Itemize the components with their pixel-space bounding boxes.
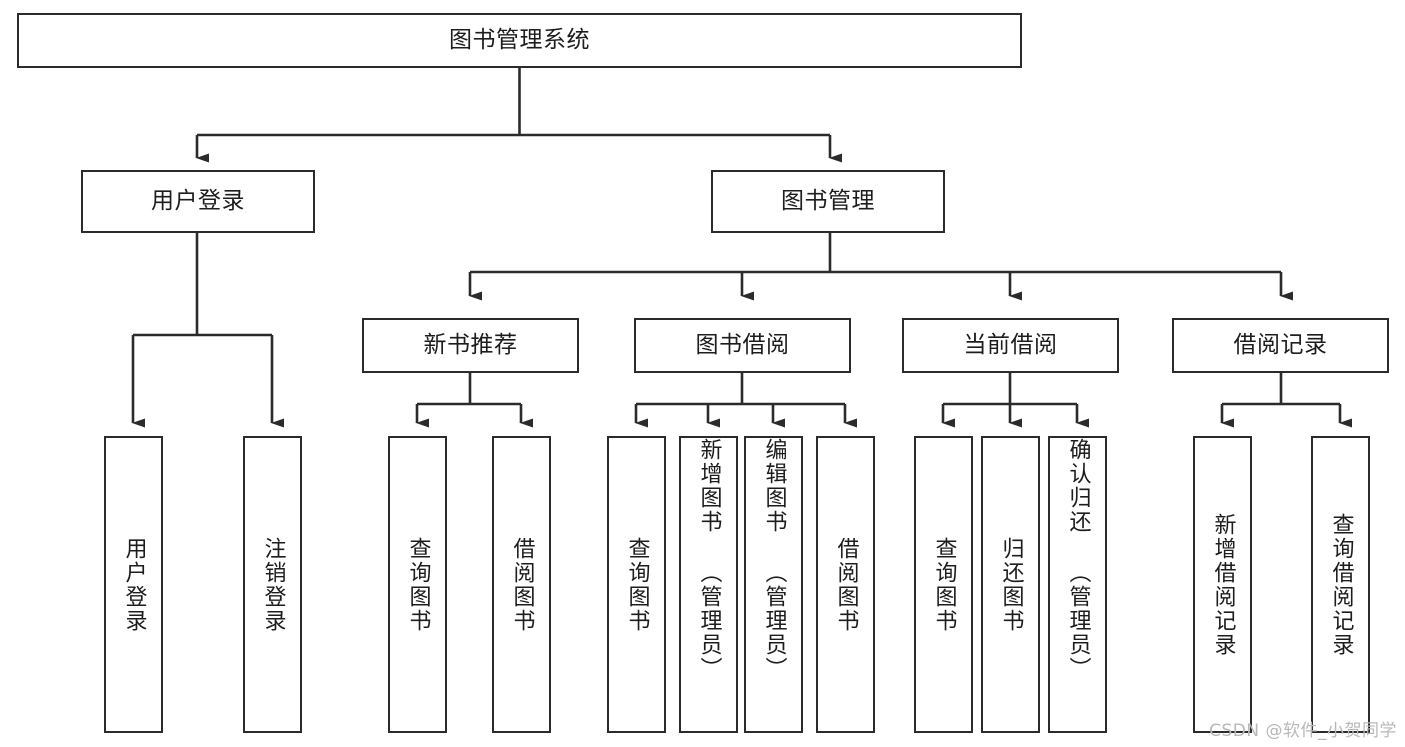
node-root[interactable]: 图书管理系统: [17, 13, 1022, 68]
node-leaf-logout-login[interactable]: 注销登录: [243, 436, 302, 733]
node-leaf-add-book[interactable]: 新增图书 （管理员）: [679, 436, 738, 733]
node-book-borrow-label: 图书借阅: [695, 331, 790, 358]
node-leaf-query-book-3-label: 查询图书: [931, 536, 957, 633]
node-leaf-query-book-2[interactable]: 查询图书: [607, 436, 666, 733]
node-leaf-borrow-book-2[interactable]: 借阅图书: [816, 436, 875, 733]
node-leaf-confirm-return[interactable]: 确认归还 （管理员）: [1048, 436, 1107, 733]
node-leaf-query-book-1-label: 查询图书: [405, 536, 431, 633]
node-leaf-borrow-book-2-label: 借阅图书: [833, 536, 859, 633]
node-leaf-logout-login-label: 注销登录: [260, 536, 286, 633]
node-current-borrow[interactable]: 当前借阅: [902, 318, 1119, 373]
csdn-watermark: CSDN @软件_小贺同学: [1209, 721, 1397, 741]
node-root-label: 图书管理系统: [449, 26, 590, 53]
node-leaf-return-book-label: 归还图书: [998, 536, 1024, 633]
node-leaf-query-book-2-label: 查询图书: [624, 536, 650, 633]
node-new-book-recommend-label: 新书推荐: [423, 331, 518, 358]
node-leaf-borrow-book-1[interactable]: 借阅图书: [492, 436, 551, 733]
node-leaf-edit-book[interactable]: 编辑图书 （管理员）: [744, 436, 803, 733]
node-leaf-query-record-label: 查询借阅记录: [1328, 512, 1354, 657]
node-leaf-add-record-label: 新增借阅记录: [1210, 512, 1236, 657]
node-current-borrow-label: 当前借阅: [963, 331, 1058, 358]
node-new-book-recommend[interactable]: 新书推荐: [362, 318, 579, 373]
node-leaf-edit-book-label: 编辑图书 （管理员）: [761, 438, 787, 681]
node-user-login-label: 用户登录: [151, 187, 245, 214]
node-user-login[interactable]: 用户登录: [81, 170, 315, 233]
node-borrow-record[interactable]: 借阅记录: [1172, 318, 1389, 373]
node-leaf-return-book[interactable]: 归还图书: [981, 436, 1040, 733]
node-leaf-add-record[interactable]: 新增借阅记录: [1193, 436, 1252, 733]
node-leaf-add-book-label: 新增图书 （管理员）: [696, 438, 722, 681]
node-book-manage[interactable]: 图书管理: [711, 170, 945, 233]
node-leaf-query-record[interactable]: 查询借阅记录: [1311, 436, 1370, 733]
node-leaf-borrow-book-1-label: 借阅图书: [509, 536, 535, 633]
node-leaf-query-book-1[interactable]: 查询图书: [388, 436, 447, 733]
node-borrow-record-label: 借阅记录: [1233, 331, 1328, 358]
node-leaf-confirm-return-label: 确认归还 （管理员）: [1065, 438, 1091, 681]
node-leaf-user-login[interactable]: 用户登录: [104, 436, 163, 733]
node-book-manage-label: 图书管理: [781, 187, 875, 214]
node-book-borrow[interactable]: 图书借阅: [634, 318, 851, 373]
node-leaf-user-login-label: 用户登录: [121, 536, 147, 633]
node-leaf-query-book-3[interactable]: 查询图书: [914, 436, 973, 733]
